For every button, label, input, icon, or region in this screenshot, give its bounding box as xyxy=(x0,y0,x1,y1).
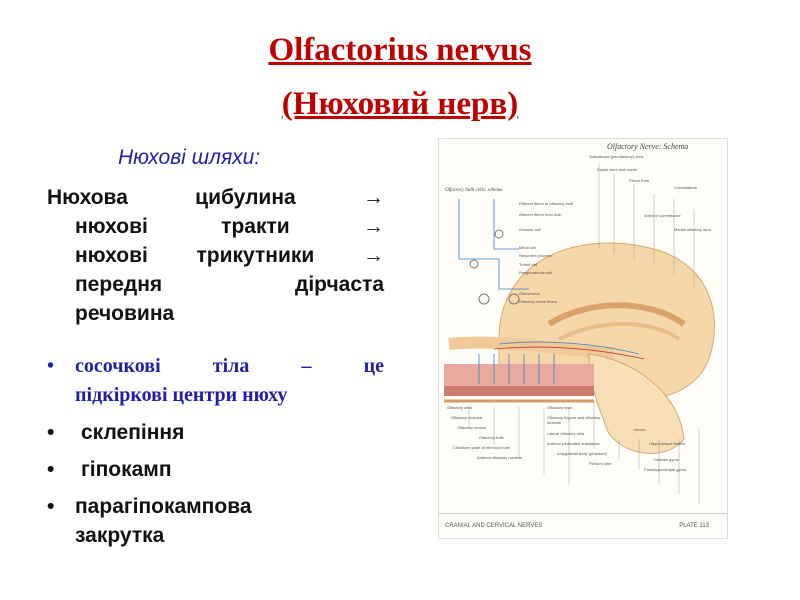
pathway-line-4: передня дірчаста xyxy=(47,270,384,299)
label: Recurrent process xyxy=(519,253,552,258)
figure-footer: CRANIAL AND CERVICAL NERVES PLATE 113 xyxy=(439,513,727,538)
label: Glomerulus xyxy=(519,291,540,296)
olfactory-anatomy-drawing xyxy=(444,164,715,504)
label: Anterior perforated substance xyxy=(547,441,600,446)
bullet-list: • сосочкові тіла – це підкіркові центри … xyxy=(47,352,384,558)
figure-footer-left: CRANIAL AND CERVICAL NERVES xyxy=(445,523,543,529)
label: Dentate gyrus xyxy=(654,457,679,462)
bullet: • xyxy=(47,421,55,444)
pathway-line-2: нюхові тракти → xyxy=(47,212,384,241)
label: Anterior commissure xyxy=(644,213,681,218)
arrow: → xyxy=(362,215,384,238)
label: Olfactory bulb xyxy=(479,435,504,440)
pathway-line-3: нюхові трикутники → xyxy=(47,241,384,270)
bullet-word: це xyxy=(363,355,384,377)
label: Efferent fibers to olfactory bulb xyxy=(519,201,574,206)
label: Olfactory nerves xyxy=(457,425,487,430)
pathway-text: Нюхова цибулина → нюхові тракти → нюхові… xyxy=(47,183,384,328)
bullet: • xyxy=(47,355,55,377)
bullet-line: сосочкові тіла – це xyxy=(75,352,384,381)
label: Granule cell xyxy=(519,227,541,232)
bullet: • xyxy=(47,495,55,518)
bullet-word: – xyxy=(301,355,312,377)
label: Subcallosal (parolfactory) area xyxy=(589,154,644,159)
olfactory-nerve-illustration: Olfactory Nerve: Schema xyxy=(438,138,728,539)
label: Hippocampal fimbria xyxy=(649,441,686,446)
list-item: • склепіння xyxy=(47,418,384,447)
bullet-word: сосочкові xyxy=(75,355,161,377)
label: Uncus xyxy=(634,427,646,432)
label: Medial olfactory stria xyxy=(674,227,711,232)
pathway-word: Нюхова xyxy=(47,186,128,209)
label: Lateral olfactory stria xyxy=(547,431,585,436)
list-item: • парагіпокампова закрутка xyxy=(47,492,384,550)
bullet: • xyxy=(47,458,55,481)
arrow: → xyxy=(362,244,384,267)
pathway-line-5: речовина xyxy=(75,302,175,325)
pathway-word: нюхові xyxy=(75,215,148,238)
label: Amygdaloid body (phantom) xyxy=(557,451,608,456)
label: Fibers from xyxy=(629,178,650,183)
label: Periglomerular cell xyxy=(519,270,553,275)
pathway-word: цибулина xyxy=(195,186,296,209)
label: Olfactory tract xyxy=(547,405,572,410)
label: Parahippocampal gyrus xyxy=(644,467,687,472)
label: Olfactory cells xyxy=(447,405,473,410)
bullet-line: закрутка xyxy=(75,524,165,547)
list-item: • сосочкові тіла – це підкіркові центри … xyxy=(47,352,384,410)
label: Afferent fibers from bulb xyxy=(519,212,562,217)
label: Anterior olfactory nucleus xyxy=(477,455,523,460)
pathway-word: передня xyxy=(75,273,163,296)
bullet-line: парагіпокампова xyxy=(75,495,252,518)
pathway-word: трикутники xyxy=(196,244,315,267)
subtitle: Нюхові шляхи: xyxy=(118,146,261,169)
label: Piriform lobe xyxy=(589,461,612,466)
label: Olfactory nerve fibers xyxy=(519,299,558,304)
pathway-word: тракти xyxy=(221,215,290,238)
pathway-line-1: Нюхова цибулина → xyxy=(47,183,384,212)
label: Tufted cell xyxy=(519,262,538,267)
bullet-text: гіпокамп xyxy=(81,458,172,481)
bullet-line: підкіркові центри нюху xyxy=(75,384,288,406)
label: Olfactory trigone and olfactory tubercle xyxy=(547,415,601,425)
figure-footer-right: PLATE 113 xyxy=(679,523,709,529)
arrow: → xyxy=(363,186,384,209)
label: Mitral cell xyxy=(519,245,536,250)
list-item: • гіпокамп xyxy=(47,455,384,484)
label: Cribriform plate of ethmoid bone xyxy=(453,445,511,450)
figure-heading: Olfactory Nerve: Schema xyxy=(607,142,689,151)
pathway-word: нюхові xyxy=(75,244,148,267)
title-line-1: Olfactorius nervus xyxy=(268,32,532,68)
bullet-word: тіла xyxy=(212,355,250,377)
label: Contralateral xyxy=(674,185,697,190)
label: Olfactory mucosa xyxy=(451,415,483,420)
label: Septal area and nuclei xyxy=(597,167,637,172)
pathway-word: дірчаста xyxy=(295,273,384,296)
inset-heading: Olfactory bulb cells: schema xyxy=(445,188,503,193)
bullet-text: склепіння xyxy=(81,421,185,444)
title-line-2: (Нюховий нерв) xyxy=(281,86,519,122)
